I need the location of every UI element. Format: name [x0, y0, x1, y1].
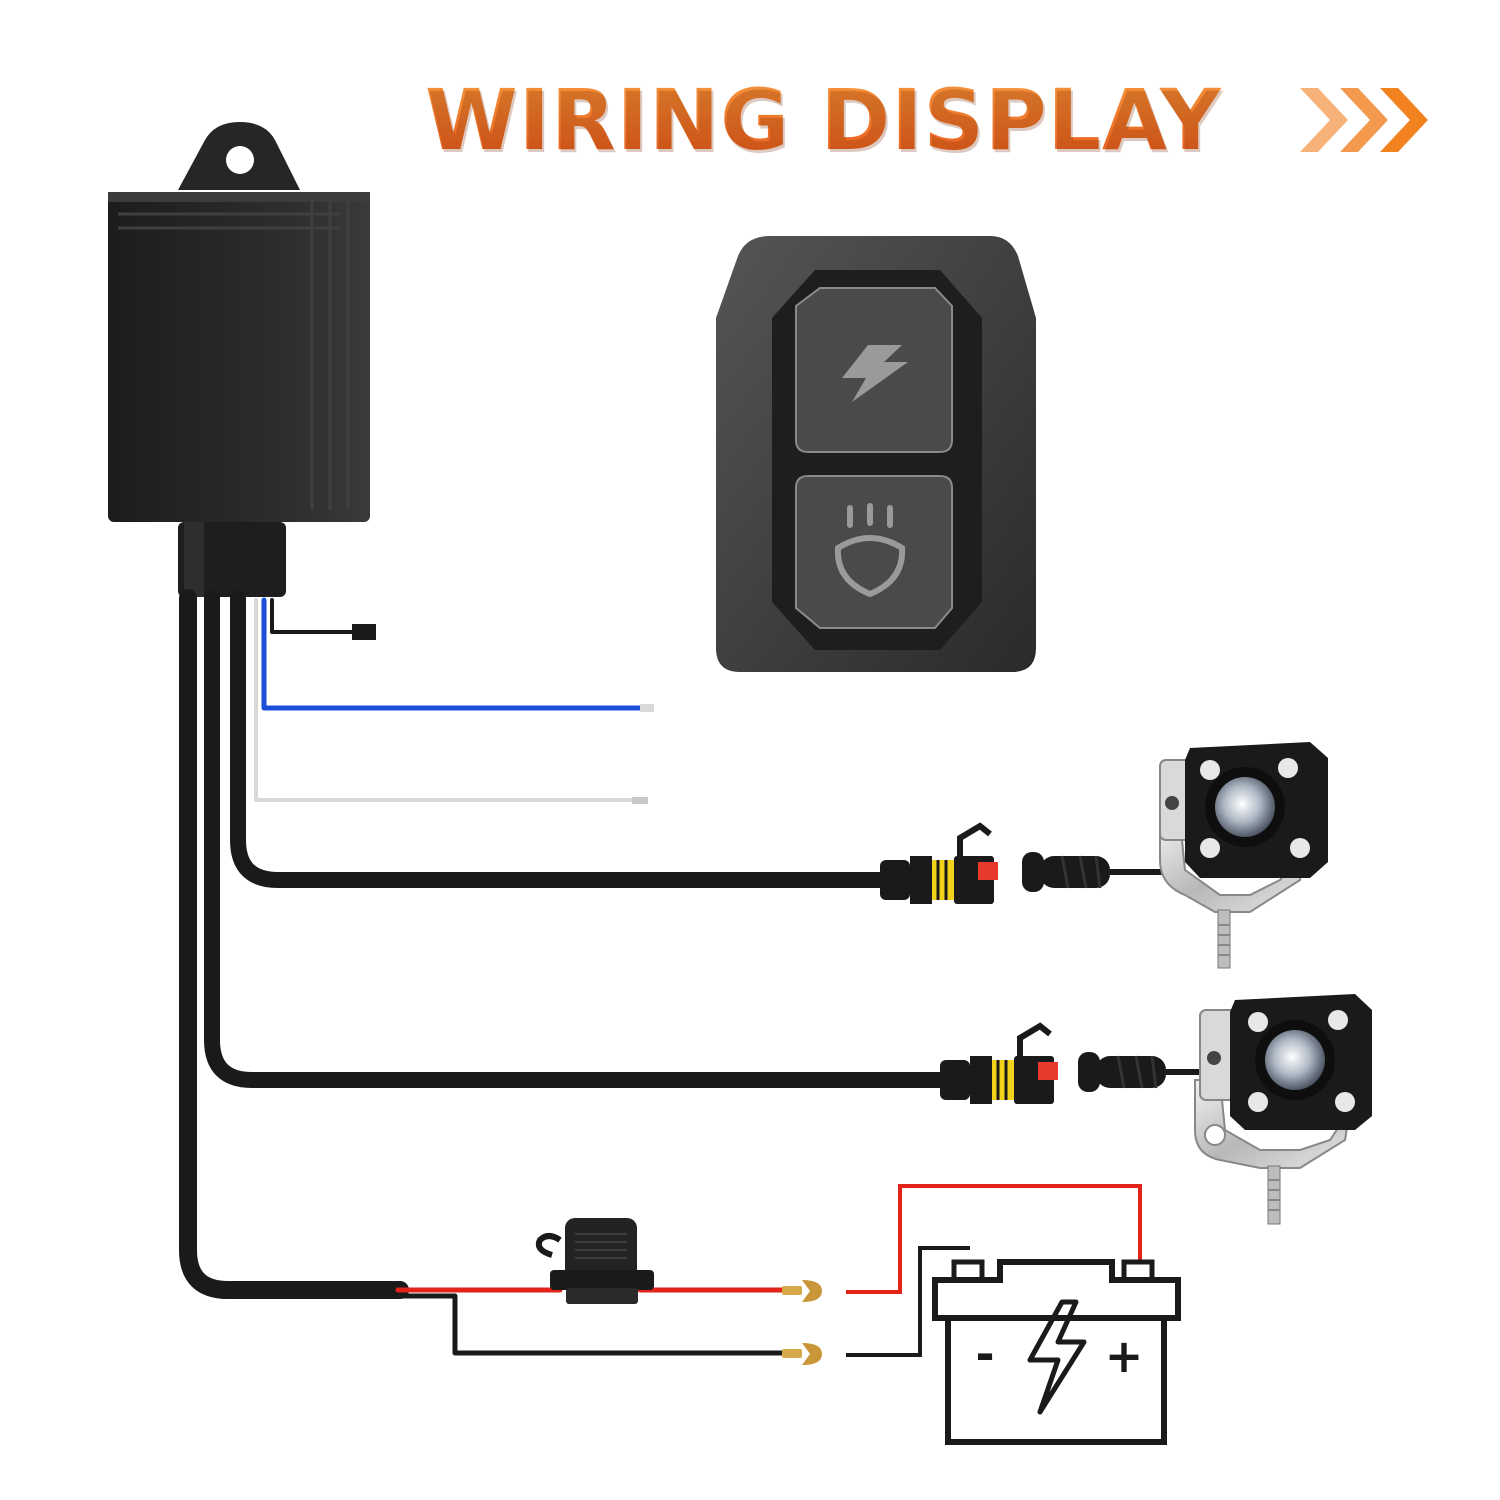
- battery: - +: [932, 1259, 1181, 1445]
- boost-button[interactable]: [795, 287, 953, 453]
- wire-black-small: [270, 598, 357, 634]
- ring-terminal-positive: [782, 1280, 822, 1302]
- wire-battery-negative: [846, 1246, 970, 1357]
- wire-white: [254, 598, 647, 802]
- wire-black-ground: [395, 1293, 793, 1356]
- connector-light-2: [940, 1022, 1215, 1104]
- battery-plus-label: +: [1105, 1329, 1144, 1383]
- headlight-button[interactable]: [795, 475, 953, 629]
- chevron-arrows-icon: [1300, 88, 1428, 152]
- connector-light-1: [880, 822, 1170, 904]
- ring-terminal-negative: [782, 1343, 822, 1365]
- cable-power: [179, 589, 409, 1299]
- lightning-bolt-icon: [1027, 1299, 1087, 1415]
- mounting-hole-icon: [226, 146, 254, 174]
- battery-minus-label: -: [975, 1327, 994, 1381]
- wire-battery-positive: [846, 1184, 1142, 1294]
- wire-end-cap: [352, 624, 376, 640]
- lightning-bolt-icon: [842, 345, 908, 402]
- controller-box: [108, 122, 370, 597]
- wire-blue: [261, 597, 648, 711]
- cable-light-2: [204, 590, 948, 1088]
- headlight-icon: [834, 503, 906, 598]
- control-switch[interactable]: [716, 236, 1036, 672]
- led-light-2: [1194, 994, 1372, 1225]
- page-title: WIRING DISPLAY: [425, 70, 1285, 170]
- led-light-1: [1159, 742, 1328, 969]
- fuse-holder: [535, 1218, 654, 1304]
- cable-light-1: [230, 590, 888, 888]
